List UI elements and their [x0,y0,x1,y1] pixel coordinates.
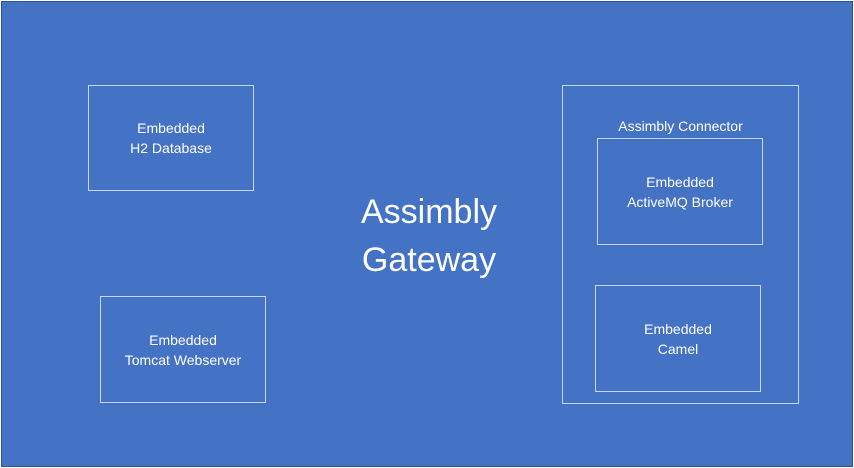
tomcat-webserver-label-line2: Tomcat Webserver [124,351,242,368]
camel-label-line2: Camel [657,340,699,357]
camel-box: Embedded Camel [595,285,761,392]
activemq-broker-box: Embedded ActiveMQ Broker [597,138,763,245]
h2-database-label-line1: Embedded [137,120,205,136]
diagram-title: Assimbly Gateway [302,188,556,284]
diagram-title-line2: Gateway [361,241,497,279]
camel-label-line1: Embedded [644,320,712,337]
assimbly-connector-label: Assimbly Connector [618,118,743,134]
activemq-broker-label-line2: ActiveMQ Broker [627,193,733,210]
assimbly-connector-box: Assimbly Connector [562,85,799,404]
tomcat-webserver-box: Embedded Tomcat Webserver [100,296,266,403]
h2-database-label-line2: H2 Database [130,140,212,156]
tomcat-webserver-label-line1: Embedded [149,331,217,348]
activemq-broker-label-line1: Embedded [646,173,714,190]
h2-database-box: Embedded H2 Database [88,85,254,191]
diagram-title-line1: Assimbly [360,193,498,231]
